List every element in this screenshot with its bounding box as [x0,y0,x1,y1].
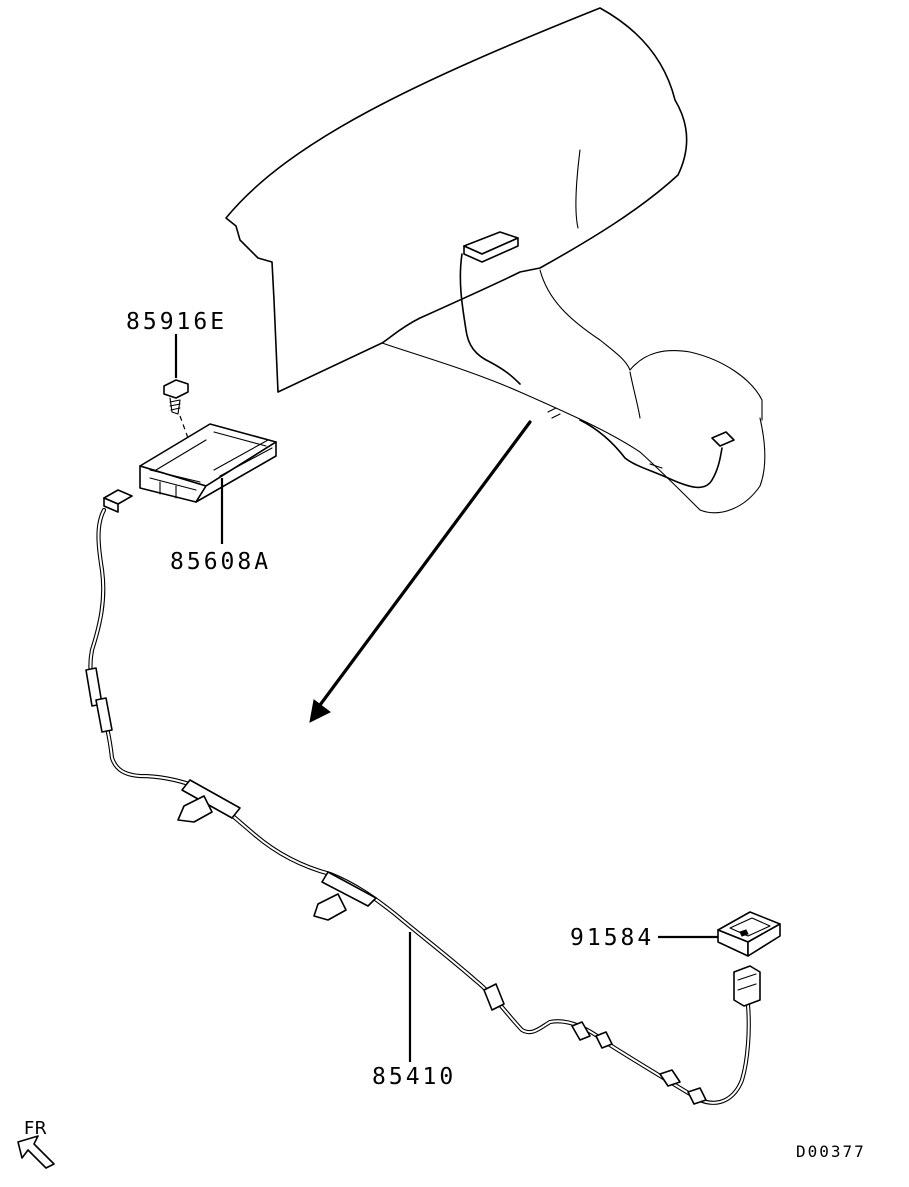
drawing-code: D00377 [796,1142,866,1161]
control-unit-part [139,423,277,503]
wiring-harness-part [85,489,761,1105]
callout-85608A: 85608A [170,549,271,575]
view-direction-arrow-icon [309,420,532,723]
switch-part [717,911,781,957]
vehicle-body-outline [225,7,766,514]
bolt-part [163,379,205,483]
callout-91584: 91584 [570,925,654,951]
callout-85410: 85410 [372,1064,456,1090]
callout-85916E: 85916E [126,309,227,335]
front-direction-arrow-icon [17,1135,55,1169]
leader-lines [174,334,718,1062]
direction-label: FR [24,1118,47,1139]
